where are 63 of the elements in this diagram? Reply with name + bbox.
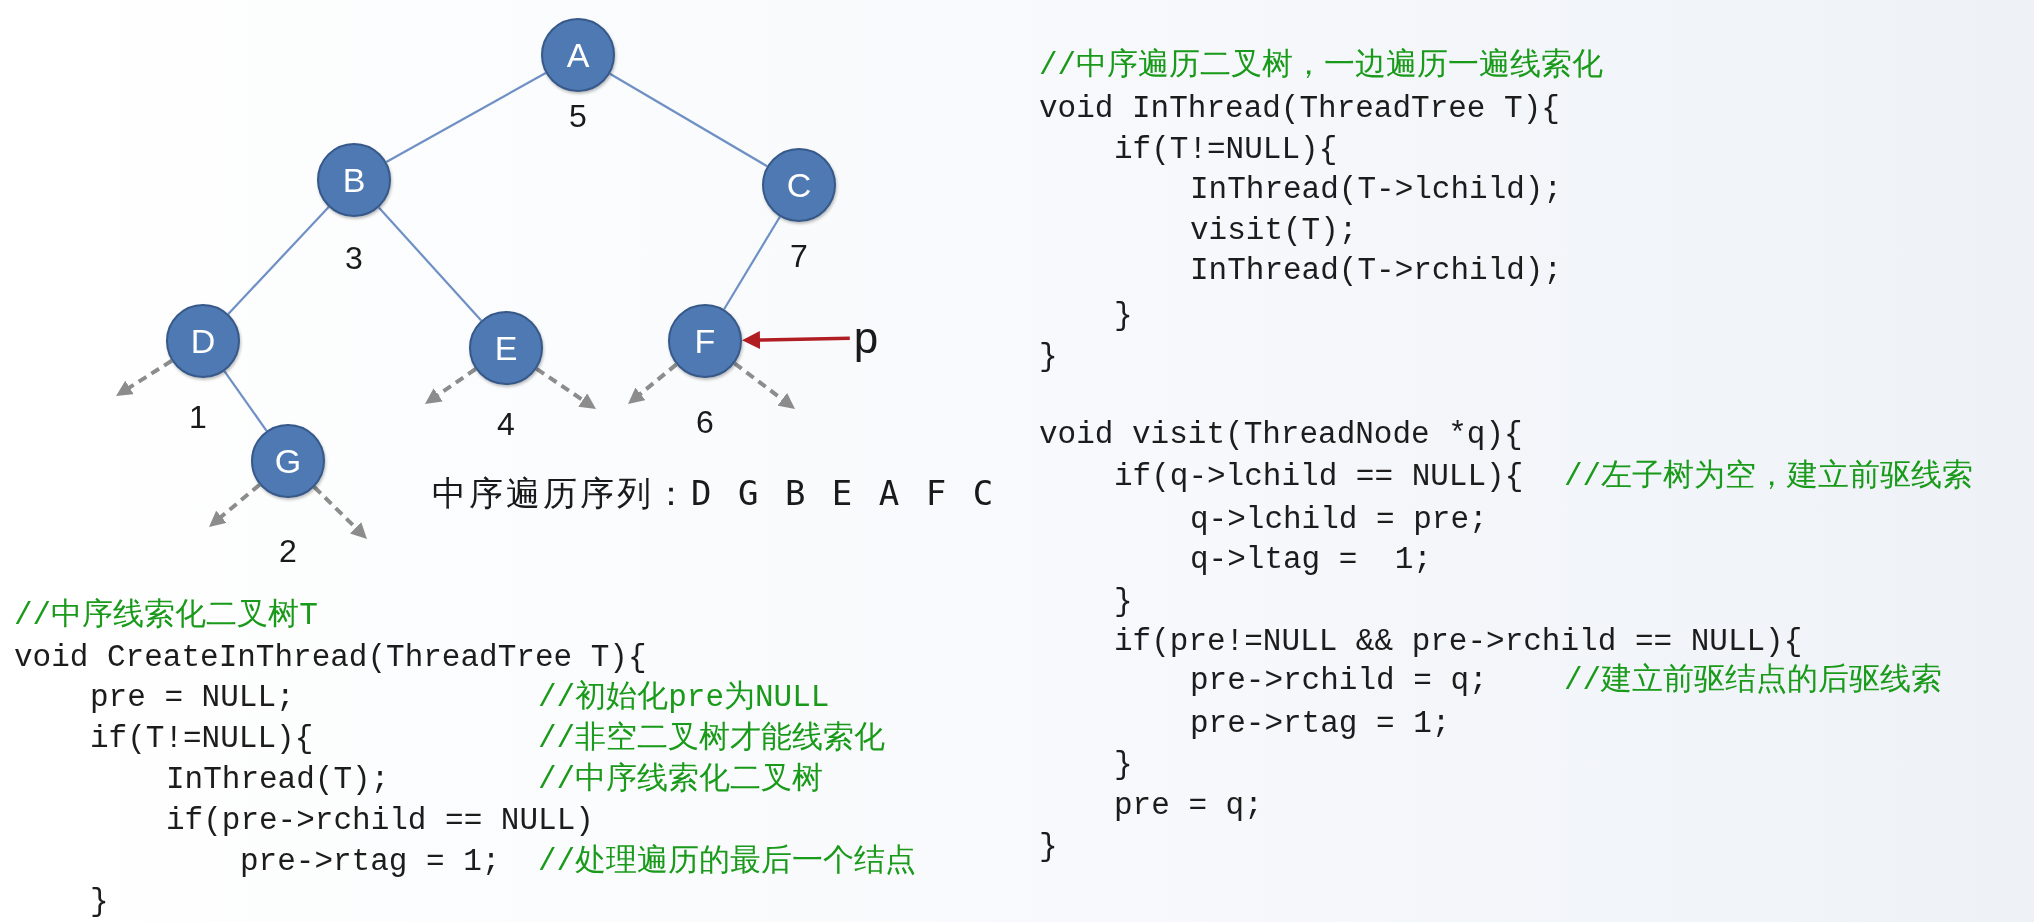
code-line: pre = q; — [1114, 786, 1263, 824]
tree-node: C — [762, 148, 836, 222]
code-line: pre->rchild = q; — [1190, 661, 1488, 699]
tree-node: D — [166, 304, 240, 378]
code-line: if(T!=NULL){ — [90, 719, 314, 757]
node-number: 7 — [790, 238, 808, 274]
node-number: 4 — [497, 406, 515, 442]
code-line: visit(T); — [1190, 211, 1358, 249]
tree-edge — [385, 72, 547, 163]
code-line: InThread(T->lchild); — [1190, 170, 1563, 208]
dashed-arrow — [116, 359, 173, 396]
code-comment: //左子树为空，建立前驱线索 — [1564, 457, 1974, 495]
code-line: } — [1114, 582, 1133, 620]
dashed-arrow — [425, 367, 477, 404]
dashed-arrow — [628, 362, 678, 404]
tree-node: B — [317, 143, 391, 217]
code-line: pre->rtag = 1; — [240, 842, 501, 880]
code-line: void InThread(ThreadTree T){ — [1039, 89, 1560, 127]
node-number: 3 — [345, 240, 363, 276]
tree-node: E — [469, 311, 543, 385]
code-line: if(q->lchild == NULL){ — [1114, 457, 1524, 495]
code-comment: //非空二叉树才能线索化 — [538, 719, 886, 757]
dashed-arrow — [312, 485, 367, 539]
tree-node: F — [668, 304, 742, 378]
tree-edge — [723, 216, 781, 310]
tree-edge — [223, 370, 268, 432]
tree-node: A — [541, 18, 615, 92]
code-comment: //初始化pre为NULL — [538, 678, 830, 716]
code-line: void visit(ThreadNode *q){ — [1039, 415, 1523, 453]
code-comment: //处理遍历的最后一个结点 — [538, 842, 917, 880]
code-comment: //建立前驱结点的后驱线索 — [1564, 661, 1943, 699]
code-line: } — [1114, 745, 1133, 783]
code-line: InThread(T->rchild); — [1190, 251, 1563, 289]
node-number: 5 — [569, 98, 587, 134]
tree-edge — [227, 206, 330, 315]
node-number: 1 — [189, 399, 207, 435]
dashed-arrow — [535, 367, 596, 409]
code-line: } — [1039, 827, 1058, 865]
dashed-arrow — [209, 483, 261, 527]
code-comment: //中序遍历二叉树，一边遍历一遍线索化 — [1039, 46, 1604, 84]
code-line: } — [90, 882, 109, 920]
pointer-label: p — [853, 315, 879, 361]
code-line: pre = NULL; — [90, 678, 295, 716]
node-number: 6 — [696, 404, 714, 440]
traversal-sequence: 中序遍历序列：D G B E A F C — [432, 472, 997, 514]
code-line: if(T!=NULL){ — [1114, 130, 1338, 168]
code-line: q->ltag = 1; — [1190, 540, 1432, 578]
arrow — [742, 331, 850, 349]
tree-node: G — [251, 424, 325, 498]
code-comment: //中序线索化二叉树T — [14, 596, 318, 634]
tree-edge — [609, 72, 768, 168]
code-line: } — [1114, 296, 1133, 334]
code-line: if(pre!=NULL && pre->rchild == NULL){ — [1114, 622, 1803, 660]
code-line: void CreateInThread(ThreadTree T){ — [14, 638, 647, 676]
code-line: InThread(T); — [166, 760, 390, 798]
code-line: q->lchild = pre; — [1190, 500, 1488, 538]
code-line: } — [1039, 337, 1058, 375]
code-comment: //中序线索化二叉树 — [538, 760, 824, 798]
code-line: if(pre->rchild == NULL) — [166, 801, 594, 839]
tree-edge — [378, 206, 482, 322]
code-line: pre->rtag = 1; — [1190, 704, 1451, 742]
node-number: 2 — [279, 533, 297, 569]
dashed-arrow — [733, 361, 796, 409]
